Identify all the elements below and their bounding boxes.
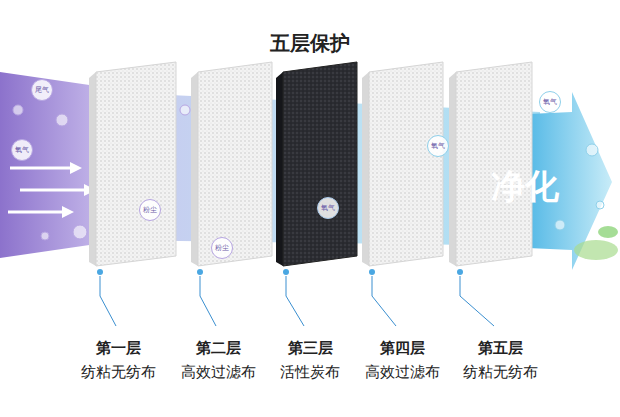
particle-name: 氧气 xyxy=(321,205,335,212)
layer-number: 第五层 xyxy=(478,339,523,357)
layer-number: 第三层 xyxy=(288,339,333,357)
clean-particles xyxy=(555,144,604,230)
particle-name: 尾气 xyxy=(35,87,49,94)
particle-name: 氧气 xyxy=(543,99,557,106)
label-box: 高效过滤布 xyxy=(365,363,440,381)
particle-name: 氧气 xyxy=(431,143,445,150)
layer-number: 第四层 xyxy=(380,339,425,357)
flow-word: 净化 xyxy=(491,166,559,207)
particle-name: 氧气 xyxy=(15,147,29,154)
label-box: 净化 xyxy=(491,166,559,207)
filter-panels xyxy=(89,62,532,266)
particle-bubble: 粉尘 xyxy=(139,199,161,221)
title: 五层保护 xyxy=(270,30,350,57)
particle-bubble: 氧气 xyxy=(539,91,561,113)
particle-bubble: 氧气 xyxy=(11,139,33,161)
layer-material: 高效过滤布 xyxy=(365,363,440,381)
label-box: 纺粘无纺布 xyxy=(463,363,538,381)
label-box: 高效过滤布 xyxy=(181,363,256,381)
layer-material: 纺粘无纺布 xyxy=(81,363,156,381)
label-box: 活性炭布 xyxy=(280,363,340,381)
label-box: 第四层 xyxy=(380,339,425,357)
label-box: 第三层 xyxy=(288,339,333,357)
particle-name: 粉尘 xyxy=(143,207,157,214)
label-box: 第二层 xyxy=(196,339,241,357)
title-box: 五层保护 xyxy=(0,30,620,57)
layer-number: 第二层 xyxy=(196,339,241,357)
leaf xyxy=(574,240,618,260)
leaf xyxy=(598,226,618,238)
particle-bubble: 氧气 xyxy=(317,197,339,219)
label-box: 第一层 xyxy=(96,339,141,357)
label-box: 第五层 xyxy=(478,339,523,357)
leader-lines xyxy=(100,276,494,326)
layer-material: 高效过滤布 xyxy=(181,363,256,381)
particle-bubble: 粉尘 xyxy=(211,237,233,259)
particle-bubble: 氧气 xyxy=(427,135,449,157)
layer-material: 活性炭布 xyxy=(280,363,340,381)
leader-dots xyxy=(97,269,463,275)
layer-material: 纺粘无纺布 xyxy=(463,363,538,381)
label-box: 纺粘无纺布 xyxy=(81,363,156,381)
particle-bubble: 尾气 xyxy=(31,79,53,101)
flow-arrows xyxy=(8,162,96,218)
layer-number: 第一层 xyxy=(96,339,141,357)
particle-name: 粉尘 xyxy=(215,245,229,252)
